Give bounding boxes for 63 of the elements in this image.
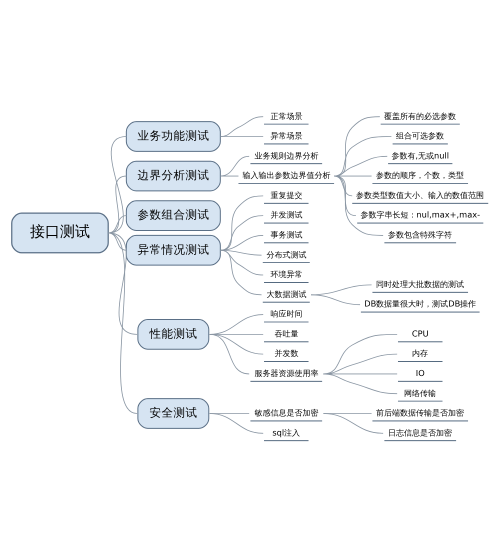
connector [220,214,264,250]
node-text: 并发测试 [270,209,302,220]
node-text: 网络传输 [404,387,436,398]
connector [334,175,372,176]
node-text: 参数类型数值大小、输入的数值范围 [356,189,484,200]
connector [220,194,264,250]
connector [334,175,356,216]
node-text: 同时处理大批数据的测试 [376,278,464,288]
node-text: 参数字串长短：nul,max+,max- [360,209,480,220]
node-text: 异常场景 [270,130,302,140]
connector [209,412,264,434]
connector [220,249,262,295]
node-text: IO [416,367,425,378]
connector [220,116,264,136]
node-text: sql注入 [272,426,300,437]
node-box: 性能测试 [137,318,210,350]
connector [108,232,127,250]
connector [220,175,239,176]
node-text: 参数有,无或null [391,150,450,160]
node-box: 接口测试 [11,212,109,253]
node-box: 异常情况测试 [126,234,221,266]
node-text: 并发数 [274,348,298,358]
connector [108,214,127,233]
connector [334,175,384,236]
node-text: 环境异常 [270,268,302,279]
node-text: 前后端数据传输是否加密 [376,407,464,418]
node-text: 内存 [412,348,428,358]
node-text: 业务规则边界分析 [254,150,318,160]
connector [334,116,380,176]
node-text: 事务测试 [270,228,302,239]
connector [322,412,384,434]
node-text: 覆盖所有的必选参数 [384,110,456,120]
node-box: 安全测试 [137,398,210,428]
node-text: 日志信息是否加密 [388,426,452,437]
node-box: 业务功能测试 [126,120,221,152]
connector [108,232,138,414]
node-text: 吞吐量 [274,328,298,338]
connector [108,175,127,233]
connector [108,136,127,233]
node-text: 输入输出参数边界值分析 [242,170,330,180]
node-text: 服务器资源使用率 [254,367,318,378]
node-text: CPU [412,328,429,338]
node-text: DB数据量很大时，测试DB操作 [364,298,476,308]
node-text: 参数包含特殊字符 [388,228,452,239]
node-text: 大数据测试 [266,288,306,298]
node-text: 参数的顺序，个数，类型 [376,170,464,180]
connector [334,136,392,176]
node-text: 重复提交 [270,189,302,200]
node-box: 参数组合测试 [126,200,221,230]
node-box: 边界分析测试 [126,160,221,191]
node-text: 敏感信息是否加密 [254,407,318,418]
connector [108,232,138,334]
node-text: 响应时间 [270,308,302,318]
connector [334,175,353,196]
connector [322,373,398,394]
node-text: 组合可选参数 [396,130,444,140]
connector [220,155,250,176]
node-text: 正常场景 [270,110,302,120]
node-text: 分布式测试 [266,248,306,259]
connector [209,333,250,374]
connector [334,155,388,176]
connector [310,294,360,305]
connector [220,234,264,250]
